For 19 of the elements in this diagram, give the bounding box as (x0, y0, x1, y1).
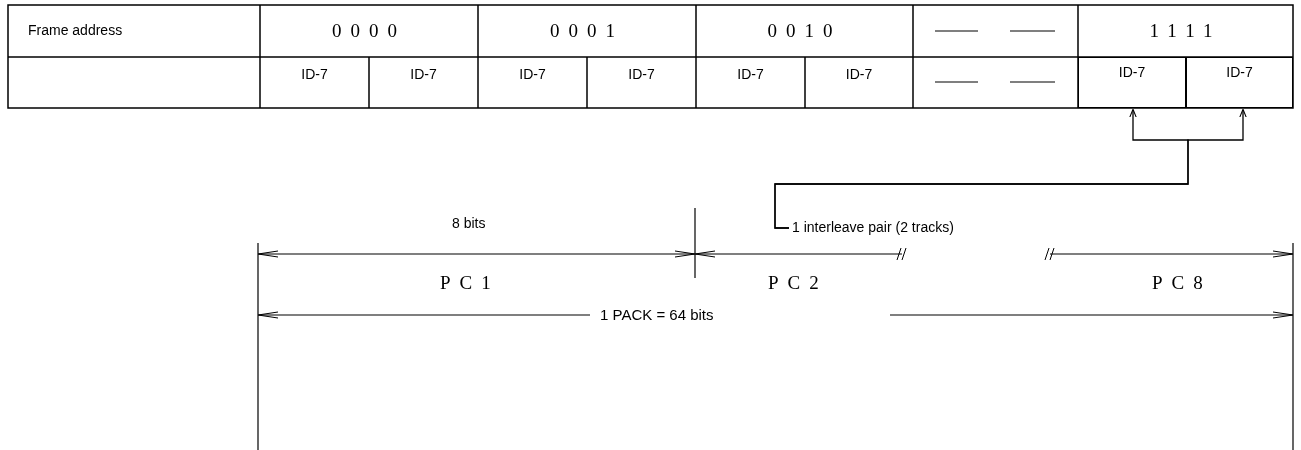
table-cell: ID-7 (1078, 57, 1186, 108)
pack-segment-label: PC8 (1152, 272, 1212, 294)
frame-address-value: 0000 (332, 20, 406, 42)
pack-segment-label: PC2 (768, 272, 828, 294)
id-label: ID-7 (519, 66, 546, 82)
dimension-label: 8 bits (452, 215, 486, 231)
frame-address-value: 0010 (767, 20, 842, 42)
table-cell: ID-7 (1186, 57, 1293, 108)
frame-address-value: 0001 (550, 20, 624, 42)
id-label: ID-7 (845, 66, 873, 82)
id-label: ID-7 (628, 66, 655, 82)
dimension-label: 1 PACK = 64 bits (600, 306, 714, 323)
pack-segment-label: PC1 (440, 272, 500, 294)
id-label: ID-7 (737, 66, 764, 82)
leader-text: 1 interleave pair (2 tracks) (792, 219, 954, 235)
frame-address-value: 1111 (1149, 20, 1222, 42)
id-label: ID-7 (301, 66, 328, 82)
id-label: ID-7 (410, 66, 437, 82)
row-header: Frame address (28, 22, 123, 38)
